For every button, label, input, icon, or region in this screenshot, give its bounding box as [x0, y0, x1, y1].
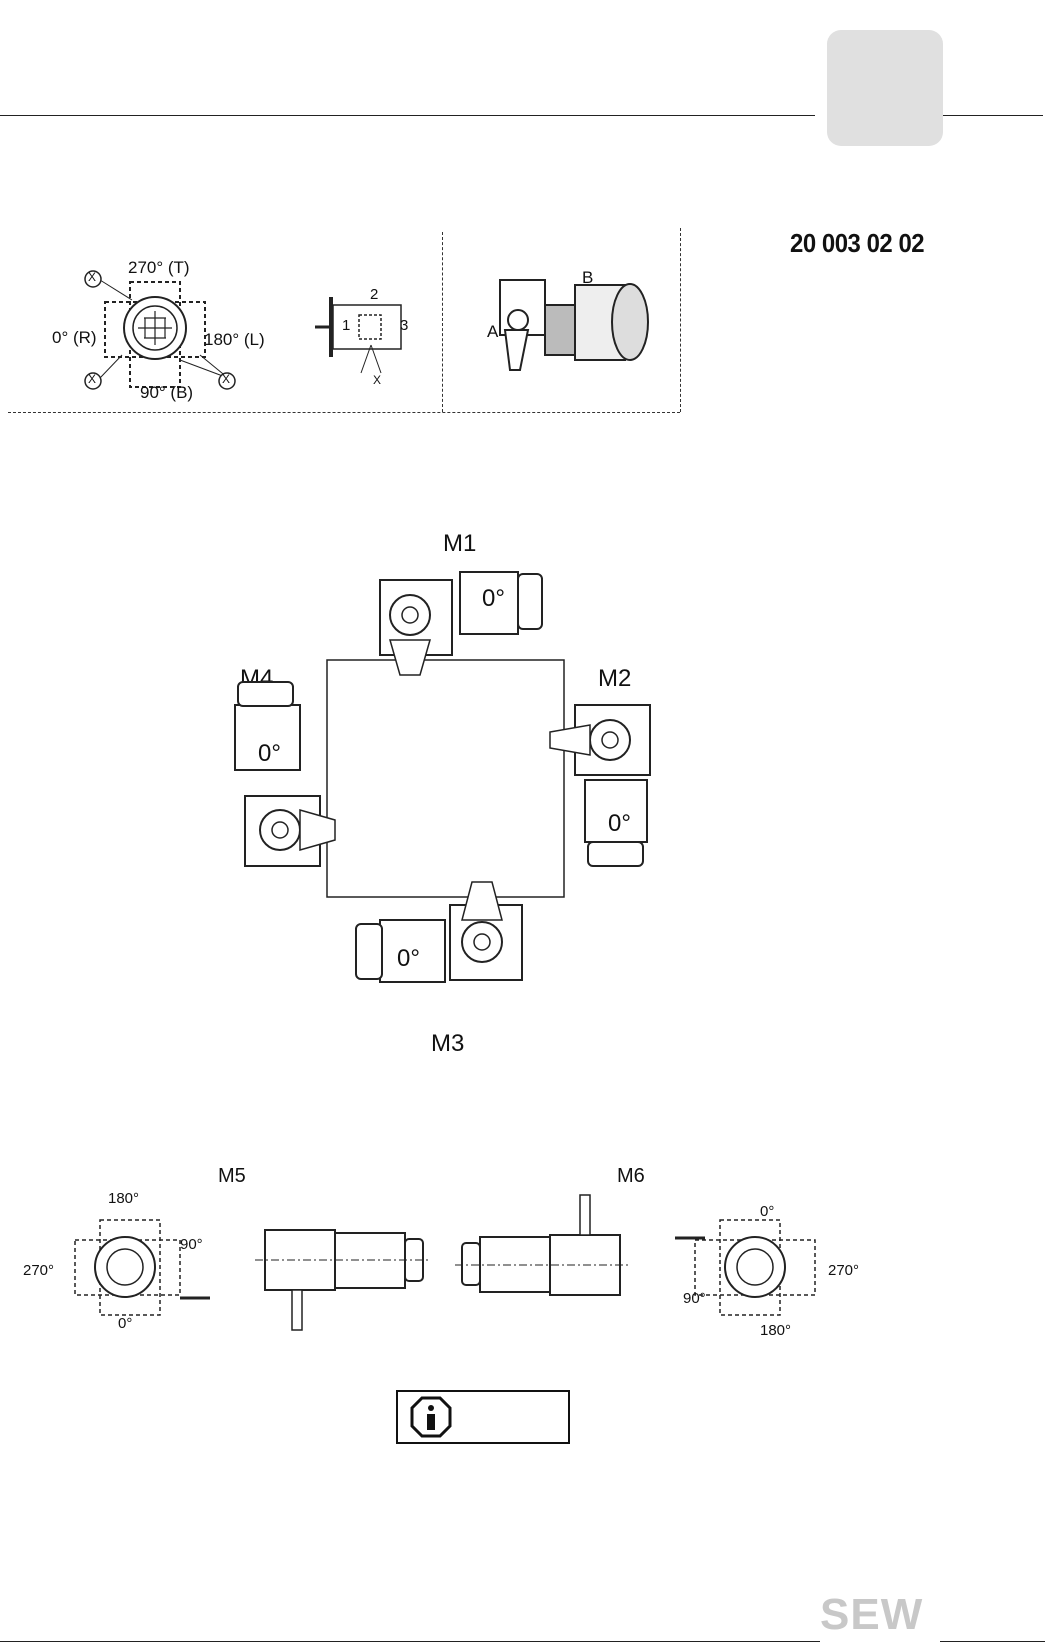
m6-angle-top: 0° [760, 1203, 775, 1220]
top-figure-divider [442, 232, 443, 412]
m5-angle-bottom: 0° [118, 1315, 133, 1332]
m5-angle-right: 90° [180, 1236, 203, 1253]
x-marker-icon [218, 372, 236, 390]
angle-label-bottom: 90° (B) [140, 383, 194, 402]
top-figure-frame-right [680, 228, 681, 412]
header-rule-right [943, 115, 1043, 116]
x-marker-text: X [222, 372, 231, 386]
m6-angle-bottom: 180° [760, 1322, 792, 1339]
iso-label-a: A [487, 322, 499, 341]
angle-label-right: 180° (L) [204, 330, 265, 349]
footer-rule-left [0, 1641, 820, 1642]
gear-motor-isometric [499, 279, 649, 371]
m6-angle-left: 90° [683, 1290, 706, 1307]
document-number: 20 003 02 02 [790, 228, 925, 258]
cable-entry-3: 3 [400, 317, 409, 334]
mounting-position-m5: M5 [218, 1165, 246, 1187]
cable-entry-1: 1 [342, 317, 351, 334]
m5-side-view [255, 1229, 430, 1331]
motor-label-m1: 0° [482, 585, 505, 612]
motor-label-m4: 0° [258, 740, 281, 767]
chapter-tab [827, 30, 943, 146]
m6-angle-right: 270° [828, 1262, 860, 1279]
header-rule-left [0, 115, 815, 116]
x-marker-icon [84, 270, 102, 288]
info-box [396, 1390, 570, 1444]
footer-rule-right [940, 1641, 1045, 1642]
m6-orientation-figure [675, 1219, 816, 1316]
mounting-position-m2: M2 [598, 665, 632, 692]
mounting-position-m1: M1 [443, 530, 477, 557]
top-figure-frame-bottom [8, 412, 680, 413]
iso-label-b: B [582, 268, 594, 287]
m5-angle-top: 180° [108, 1190, 140, 1207]
m6-side-view [455, 1194, 630, 1296]
mounting-position-m6: M6 [617, 1165, 645, 1187]
x-marker-icon [84, 372, 102, 390]
cable-entry-2: 2 [370, 286, 379, 303]
m5-orientation-figure [74, 1219, 210, 1316]
x-marker-text: X [88, 270, 97, 284]
m5-angle-left: 270° [23, 1262, 55, 1279]
mounting-position-m3: M3 [431, 1030, 465, 1057]
cable-entry-figure [315, 297, 402, 374]
x-marker-text: X [373, 373, 382, 387]
mounting-positions-diagram [234, 571, 651, 983]
motor-label-m2: 0° [608, 810, 631, 837]
angle-label-top: 270° (T) [128, 258, 190, 277]
brand-logo: SEW [820, 1590, 924, 1639]
motor-label-m3: 0° [397, 945, 420, 972]
angle-label-left: 0° (R) [52, 328, 97, 347]
info-icon [410, 1396, 452, 1438]
x-marker-text: X [88, 372, 97, 386]
